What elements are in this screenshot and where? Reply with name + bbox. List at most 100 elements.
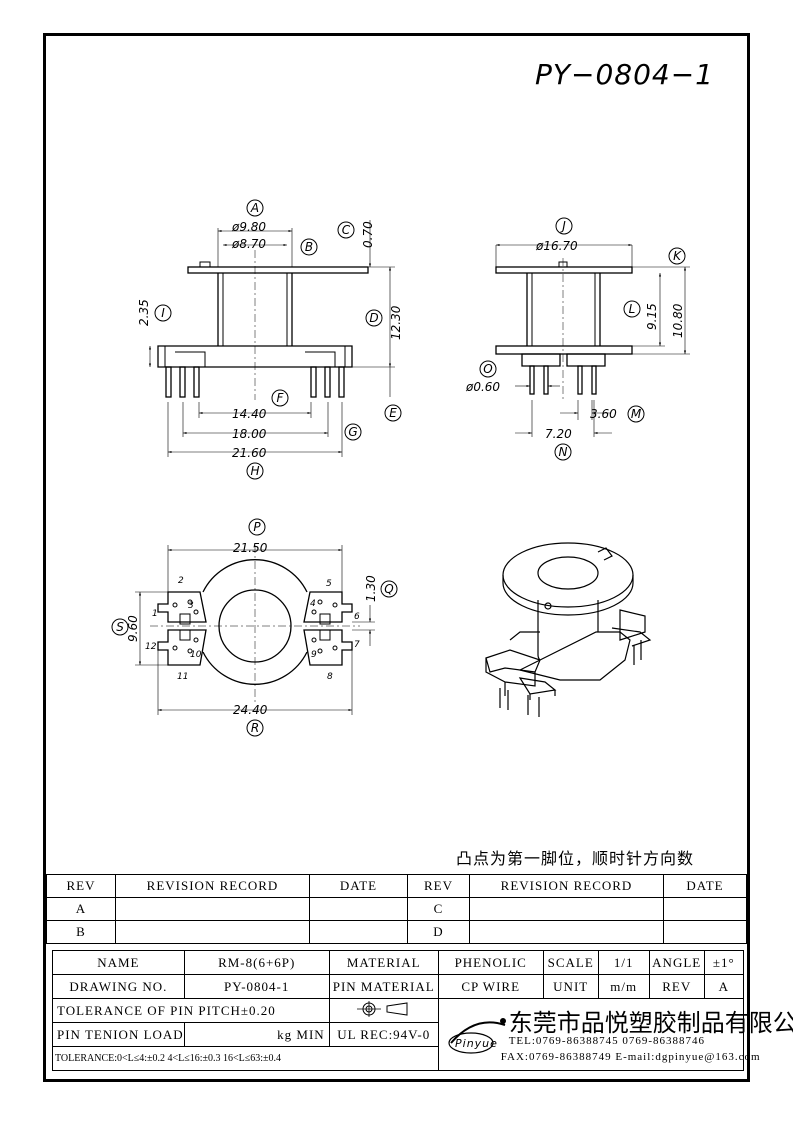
callout-O: O (479, 360, 497, 378)
callout-Q: Q (380, 580, 398, 598)
pin-direction-note: 凸点为第一脚位，顺时针方向数 (456, 849, 695, 868)
svg-text:A: A (250, 201, 259, 215)
callout-N: N (554, 443, 572, 461)
callout-D: D (365, 309, 383, 327)
angle-value: ±1° (703, 950, 745, 975)
unit-value: m/m (597, 974, 650, 999)
front-pitch-inner: 14.40 (232, 407, 267, 421)
company-name: 东莞市品悦塑胶制品有限公司 (508, 1009, 793, 1037)
svg-text:N: N (559, 445, 568, 459)
side-h1: 9.15 (645, 303, 659, 330)
rev-value: A (703, 974, 745, 999)
front-height: 12.30 (389, 305, 403, 340)
date-header-1: DATE (309, 874, 408, 898)
name-value: RM-8(6+6P) (183, 950, 330, 975)
title-block: NAME RM-8(6+6P) MATERIAL PHENOLIC SCALE … (52, 950, 793, 1071)
svg-text:J: J (560, 219, 566, 233)
material-label: MATERIAL (328, 950, 439, 975)
svg-text:O: O (483, 362, 492, 376)
callout-J: J (555, 217, 573, 235)
angle-label: ANGLE (648, 950, 705, 975)
revision-table: REV REVISION RECORD DATE REV REVISION RE… (46, 874, 747, 944)
front-d-outer: ø9.80 (231, 220, 266, 234)
pin-label-10: 10 (190, 650, 202, 660)
callout-I: I (154, 304, 172, 322)
record-cell (115, 897, 310, 921)
bottom-top-dim: 21.50 (233, 541, 268, 555)
callout-M: M (627, 405, 645, 423)
svg-text:L: L (629, 302, 636, 316)
pin-label-4: 4 (310, 599, 316, 609)
callout-H: H (246, 462, 264, 480)
scale-label: SCALE (542, 950, 599, 975)
revision-record-header-1: REVISION RECORD (115, 874, 310, 898)
revision-record-header-2: REVISION RECORD (469, 874, 664, 898)
front-flange: 0.70 (361, 221, 375, 248)
side-pin-d: ø0.60 (465, 380, 500, 394)
svg-text:R: R (251, 721, 259, 735)
svg-text:K: K (673, 249, 682, 263)
side-pitch: 3.60 (590, 407, 617, 421)
front-side: 2.35 (137, 299, 151, 326)
part-number-title: PY−0804−1 (535, 58, 714, 91)
name-label: NAME (52, 950, 185, 975)
front-pitch-outer: 18.00 (232, 427, 267, 441)
date-header-2: DATE (663, 874, 747, 898)
company-fax: FAX:0769-86388749 E-mail:dgpinyue@163.co… (500, 1051, 761, 1063)
side-view (495, 243, 690, 437)
date-cell (663, 897, 747, 921)
rev-label: REV (648, 974, 705, 999)
svg-text:S: S (116, 620, 124, 634)
callout-C: C (337, 221, 355, 239)
pin-label-7: 7 (354, 640, 360, 650)
bottom-view (135, 545, 375, 715)
pin-label-11: 11 (177, 672, 188, 682)
company-block: Pinyue 东莞市品悦塑胶制品有限公司 TEL:0769-86388745 0… (437, 998, 793, 1071)
svg-text:E: E (389, 406, 397, 420)
svg-text:D: D (369, 311, 378, 325)
svg-text:F: F (277, 391, 285, 405)
pin-label-3: 3 (188, 601, 194, 611)
svg-text:C: C (342, 223, 351, 237)
bottom-bottom-dim: 24.40 (233, 703, 268, 717)
logo-text: Pinyue (455, 1037, 498, 1050)
date-cell (309, 897, 408, 921)
pinyue-logo: Pinyue (448, 1018, 506, 1054)
drawing-frame (43, 33, 750, 1082)
callout-G: G (344, 423, 362, 441)
rev-cell: A (46, 897, 116, 921)
svg-text:G: G (348, 425, 357, 439)
record-cell (115, 920, 310, 944)
callout-A: A (246, 199, 264, 217)
pin-material-label: PIN MATERIAL (328, 974, 439, 999)
rev-cell: D (407, 920, 470, 944)
record-cell (469, 920, 664, 944)
pin-pitch-tolerance: TOLERANCE OF PIN PITCH±0.20 (52, 998, 330, 1023)
callout-K: K (668, 247, 686, 265)
pin-label-5: 5 (326, 579, 332, 589)
pin-label-8: 8 (327, 672, 333, 682)
tolerance-note: TOLERANCE:0<L≤4:±0.2 4<L≤16:±0.3 16<L≤63… (52, 1046, 439, 1071)
pin-load-label: PIN TENION LOAD (52, 1022, 185, 1047)
callout-R: R (246, 719, 264, 737)
projection-symbol (328, 998, 439, 1023)
callout-L: L (623, 300, 641, 318)
rev-cell: B (46, 920, 116, 944)
callout-E: E (384, 404, 402, 422)
bottom-gap-dim: 1.30 (364, 575, 378, 602)
bottom-side-dim: 9.60 (126, 615, 140, 642)
material-value: PHENOLIC (437, 950, 544, 975)
callout-S: S (111, 618, 129, 636)
svg-text:P: P (253, 520, 261, 534)
svg-text:I: I (161, 306, 165, 320)
rev-header-1: REV (46, 874, 116, 898)
side-span: 7.20 (545, 427, 572, 441)
pin-label-1: 1 (152, 609, 158, 619)
pin-label-12: 12 (145, 642, 157, 652)
svg-text:B: B (305, 240, 313, 254)
front-view (148, 220, 395, 457)
pin-load-unit: kg MIN (183, 1022, 330, 1047)
side-h2: 10.80 (671, 303, 685, 338)
date-cell (663, 920, 747, 944)
